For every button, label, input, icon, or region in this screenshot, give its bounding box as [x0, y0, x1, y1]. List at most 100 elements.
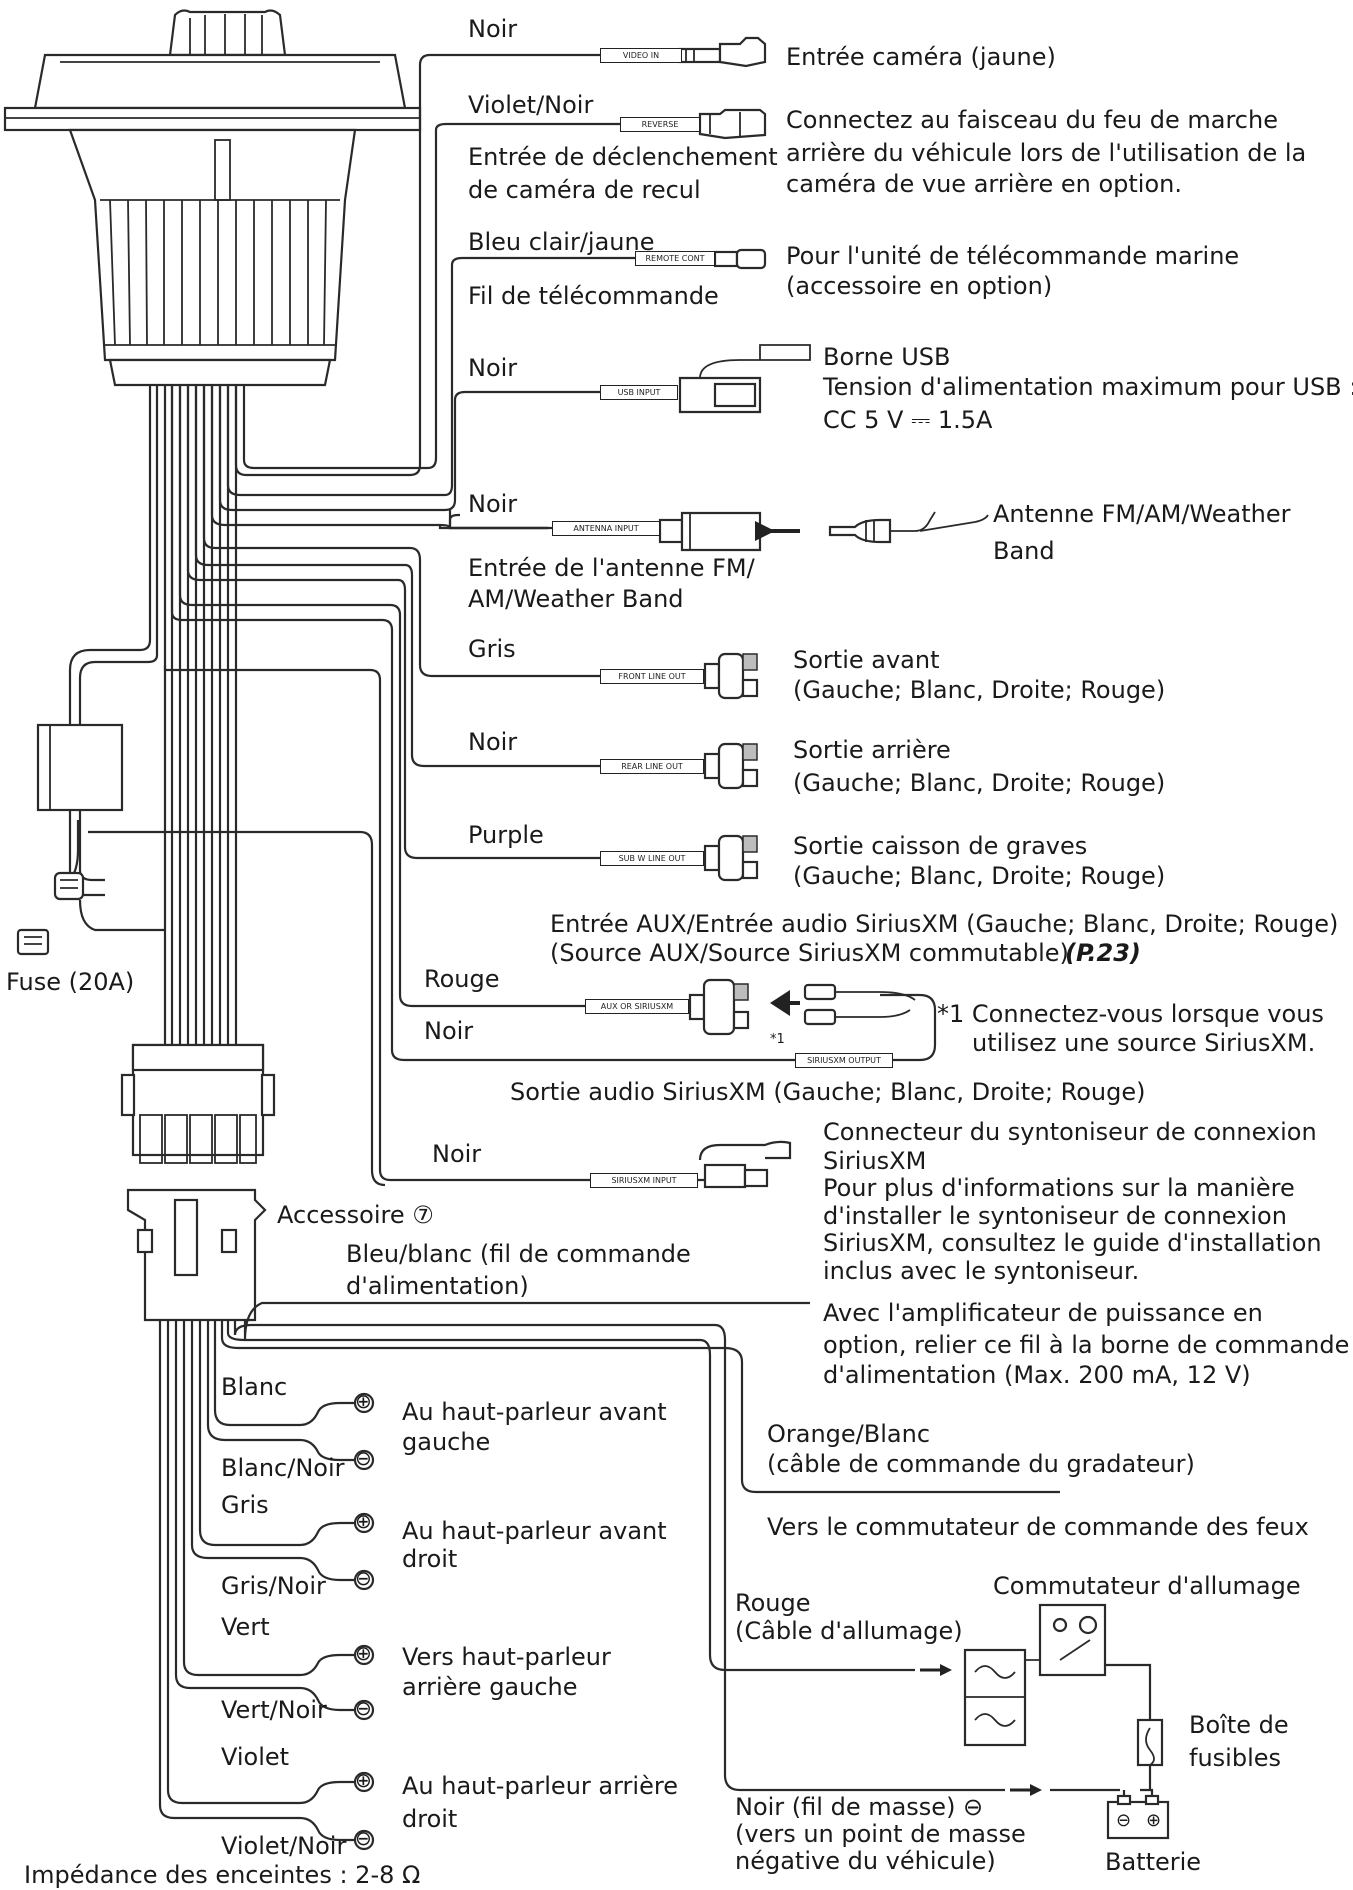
label-usb-1: Borne USB [823, 343, 951, 371]
rca-sub [703, 834, 759, 882]
tag-antenna-input: ANTENNA INPUT [552, 521, 660, 536]
label-reverse-desc-2: arrière du véhicule lors de l'utilisatio… [786, 139, 1307, 167]
label-star1: *1 [770, 1032, 785, 1047]
label-vert: Vert [221, 1613, 270, 1641]
label-usb-3: CC 5 V ⎓ 1.5A [823, 406, 993, 434]
tag-front-line-out: FRONT LINE OUT [600, 669, 704, 684]
label-noir-usb: Noir [468, 354, 518, 382]
label-sxm-6: inclus avec le syntoniseur. [823, 1257, 1140, 1285]
label-ignition-sw: Commutateur d'allumage [993, 1572, 1301, 1600]
lower-wiring [158, 1301, 1060, 1842]
label-spk-fr-1: Au haut-parleur avant [402, 1517, 667, 1545]
label-antenna-1: Antenne FM/AM/Weather [993, 500, 1291, 528]
label-reverse-1: Entrée de déclenchement [468, 143, 778, 171]
label-sxm-2: SiriusXM [823, 1147, 927, 1175]
label-gris-front: Gris [468, 635, 516, 663]
minus-icon: ⊖ [1116, 1810, 1132, 1831]
minus-icon: ⊖ [355, 1826, 372, 1850]
label-bleu-blanc-2: d'alimentation) [346, 1272, 529, 1300]
power-circuit [920, 1603, 1170, 1840]
label-rouge-aux: Rouge [424, 965, 500, 993]
rca-aux [688, 978, 916, 1036]
label-bleu-clair: Bleu clair/jaune [468, 228, 655, 256]
label-blanc-noir: Blanc/Noir [221, 1454, 345, 1482]
label-noir-sxm: Noir [432, 1140, 482, 1168]
tag-sub-w-line-out: SUB W LINE OUT [600, 851, 704, 866]
label-spk-rl-2: arrière gauche [402, 1673, 578, 1701]
tag-reverse: REVERSE [620, 117, 700, 132]
label-gris-noir: Gris/Noir [221, 1572, 326, 1600]
plus-icon: ⊕ [355, 1509, 372, 1533]
minus-icon: ⊖ [355, 1566, 372, 1590]
label-amp-2: option, relier ce fil à la borne de comm… [823, 1331, 1350, 1359]
label-rouge-ign-2: (Câble d'allumage) [735, 1617, 963, 1645]
head-unit [3, 9, 422, 387]
tag-remote-cont: REMOTE CONT [635, 251, 715, 266]
plus-icon: ⊕ [355, 1389, 372, 1413]
label-violet: Violet [221, 1743, 290, 1771]
plus-icon: ⊕ [355, 1641, 372, 1665]
antenna-lead-b [448, 510, 548, 530]
label-remote-wire: Fil de télécommande [468, 282, 719, 310]
rca-front [703, 652, 759, 700]
tag-aux-or-siriusxm: AUX OR SIRIUSXM [585, 999, 689, 1014]
label-lights: Vers le commutateur de commande des feux [767, 1513, 1309, 1541]
label-blanc: Blanc [221, 1373, 288, 1401]
tag-siriusxm-input: SIRIUSXM INPUT [590, 1173, 698, 1188]
label-front-2: (Gauche; Blanc, Droite; Rouge) [793, 676, 1166, 704]
label-spk-rl-1: Vers haut-parleur [402, 1643, 611, 1671]
label-orange-1: Orange/Blanc [767, 1420, 931, 1448]
label-rear-1: Sortie arrière [793, 736, 951, 764]
speaker-terminals [353, 1392, 375, 1851]
label-reverse-2: de caméra de recul [468, 176, 701, 204]
tag-siriusxm-output: SIRIUSXM OUTPUT [795, 1053, 893, 1068]
label-antenna-in-2: AM/Weather Band [468, 585, 684, 613]
aux-wiring [88, 385, 937, 1187]
label-bleu-blanc-1: Bleu/blanc (fil de commande [346, 1240, 691, 1268]
label-sub-2: (Gauche; Blanc, Droite; Rouge) [793, 862, 1166, 890]
connectors [658, 36, 989, 1189]
label-antenna-in-1: Entrée de l'antenne FM/ [468, 554, 755, 582]
label-gris: Gris [221, 1491, 269, 1519]
label-violet-noir2: Violet/Noir [221, 1832, 347, 1860]
label-spk-fl-1: Au haut-parleur avant [402, 1398, 667, 1426]
label-usb-2: Tension d'alimentation maximum pour USB … [823, 373, 1353, 401]
label-note-2: utilisez une source SiriusXM. [972, 1029, 1316, 1057]
tag-rear-line-out: REAR LINE OUT [600, 759, 704, 774]
label-aux-1: Entrée AUX/Entrée audio SiriusXM (Gauche… [550, 910, 1339, 938]
label-camera-input: Entrée caméra (jaune) [786, 43, 1056, 71]
label-impedance: Impédance des enceintes : 2-8 Ω [24, 1861, 421, 1889]
tag-video-in: VIDEO IN [600, 48, 682, 63]
label-spk-rr-1: Au haut-parleur arrière [402, 1772, 678, 1800]
label-vert-noir: Vert/Noir [221, 1696, 327, 1724]
label-spk-rr-2: droit [402, 1805, 458, 1833]
label-rouge-ign-1: Rouge [735, 1589, 811, 1617]
rca-rear [703, 742, 759, 790]
label-amp-1: Avec l'amplificateur de puissance en [823, 1299, 1263, 1327]
plus-icon: ⊕ [355, 1768, 372, 1792]
label-noir-aux: Noir [424, 1017, 474, 1045]
label-remote-desc-1: Pour l'unité de télécommande marine [786, 242, 1240, 270]
label-purple: Purple [468, 821, 544, 849]
label-sub-1: Sortie caisson de graves [793, 832, 1088, 860]
label-fusebox-2: fusibles [1189, 1744, 1282, 1772]
minus-icon: ⊖ [355, 1696, 372, 1720]
label-note-1: *1 Connectez-vous lorsque vous [937, 1000, 1324, 1028]
label-sxm-4: d'installer le syntoniseur de connexion [823, 1202, 1287, 1230]
label-noir-rear: Noir [468, 728, 518, 756]
label-spk-fl-2: gauche [402, 1428, 491, 1456]
label-sxm-5: SiriusXM, consultez le guide d'installat… [823, 1229, 1322, 1257]
label-sxm-3: Pour plus d'informations sur la manière [823, 1174, 1295, 1202]
label-aux-2: (Source AUX/Source SiriusXM commutable) [550, 939, 1069, 967]
label-reverse-desc-3: caméra de vue arrière en option. [786, 170, 1182, 198]
harness-bundle [16, 385, 276, 1322]
plus-icon: ⊕ [1146, 1810, 1162, 1831]
label-antenna-2: Band [993, 537, 1055, 565]
label-spk-fr-2: droit [402, 1545, 458, 1573]
label-ground-2: (vers un point de masse [735, 1820, 1026, 1848]
label-violet-noir: Violet/Noir [468, 91, 594, 119]
label-sxm-out: Sortie audio SiriusXM (Gauche; Blanc, Dr… [510, 1078, 1146, 1106]
label-sxm-1: Connecteur du syntoniseur de connexion [823, 1118, 1317, 1146]
label-accessory: Accessoire ⑦ [277, 1201, 434, 1229]
